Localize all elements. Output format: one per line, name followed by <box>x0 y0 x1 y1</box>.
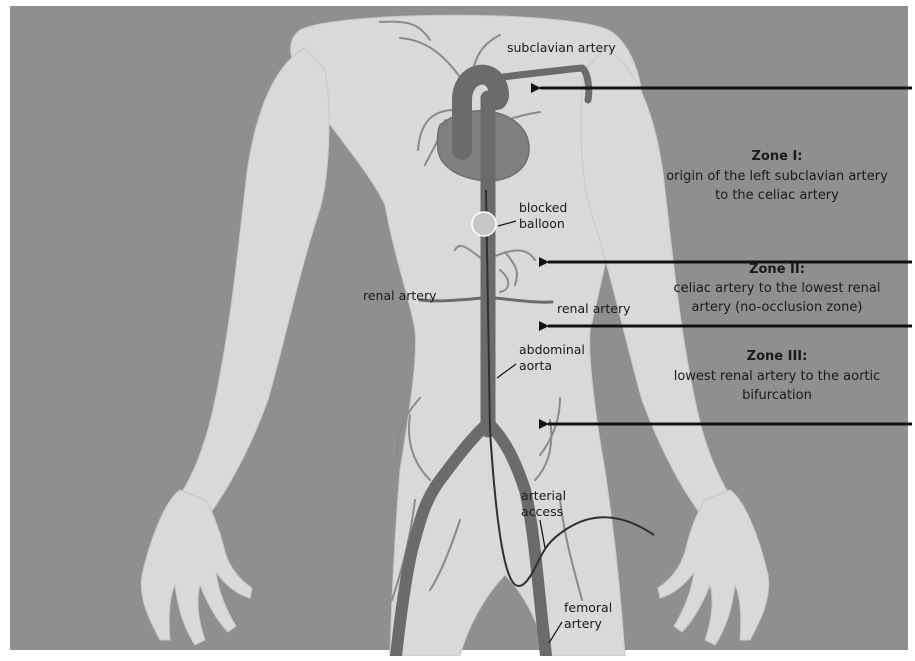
label-arterial: arterial <box>521 488 566 503</box>
label-subclavian-artery: subclavian artery <box>507 40 616 55</box>
zone-3-line-1: lowest renal artery to the aortic <box>674 369 881 384</box>
zone-2-line-2: artery (no-occlusion zone) <box>692 300 863 315</box>
zone-3-title: Zone III: <box>747 349 808 364</box>
label-femoral: femoral <box>564 600 612 615</box>
label-renal-artery-right: renal artery <box>557 301 631 316</box>
zone-1-line-2: to the celiac artery <box>715 188 839 203</box>
zone-2-line-1: celiac artery to the lowest renal <box>674 281 881 296</box>
balloon <box>472 212 496 236</box>
label-balloon: balloon <box>519 216 565 231</box>
label-abdominal: abdominal <box>519 342 585 357</box>
label-artery: artery <box>564 616 603 631</box>
label-access: access <box>521 504 563 519</box>
label-blocked: blocked <box>519 200 567 215</box>
zone-1-title: Zone I: <box>752 149 803 164</box>
zone-3-line-2: bifurcation <box>742 388 812 403</box>
label-aorta: aorta <box>519 358 552 373</box>
zone-1-line-1: origin of the left subclavian artery <box>666 169 888 184</box>
label-renal-artery-left: renal artery <box>363 288 437 303</box>
zone-2-title: Zone II: <box>749 262 805 277</box>
